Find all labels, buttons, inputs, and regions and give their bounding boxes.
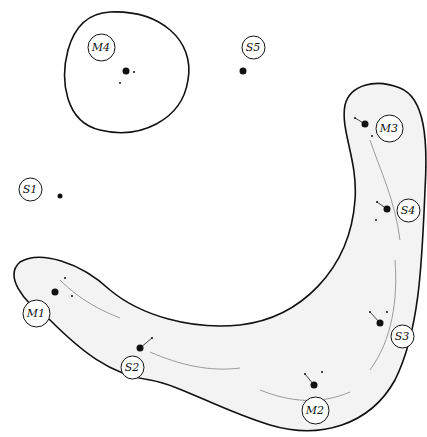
dot [240, 68, 247, 75]
region-band [14, 83, 426, 430]
point-label: S3 [390, 324, 415, 349]
label-circle [242, 36, 265, 59]
tick-line [377, 202, 387, 209]
point-label: M1 [22, 299, 51, 328]
dot [123, 68, 130, 75]
label-text: S3 [390, 331, 415, 342]
shading [60, 140, 400, 400]
label-text: S4 [396, 205, 421, 216]
dot [119, 82, 121, 84]
point-label: S4 [396, 198, 421, 223]
dot [371, 135, 373, 137]
label-text: M3 [375, 123, 404, 134]
dot [52, 289, 59, 296]
shade-streak [150, 352, 240, 369]
dot [71, 295, 73, 297]
tick-line [370, 312, 380, 323]
shade-streak [370, 260, 396, 370]
dot [58, 194, 63, 199]
dot [375, 219, 377, 221]
tick-line [140, 338, 152, 348]
label-circle [23, 300, 50, 327]
label-circle [397, 199, 420, 222]
label-text: M2 [301, 405, 330, 416]
label-text: M1 [22, 308, 51, 319]
label-circle [121, 356, 144, 379]
dot [64, 277, 66, 279]
label-circle [391, 325, 414, 348]
label-circle [302, 397, 329, 424]
label-circle [88, 34, 115, 61]
point-label: S5 [241, 35, 266, 60]
point-dots [52, 68, 391, 389]
label-text: S1 [18, 184, 43, 195]
label-text: M4 [87, 42, 116, 53]
point-label: S2 [120, 355, 145, 380]
label-circle [19, 178, 42, 201]
point-label: M3 [375, 114, 404, 143]
label-text: S5 [241, 42, 266, 53]
point-label: S1 [18, 177, 43, 202]
dot [133, 71, 135, 73]
point-label: M4 [87, 33, 116, 62]
label-circle [376, 115, 403, 142]
label-text: S2 [120, 362, 145, 373]
dot-ticks [140, 118, 387, 385]
point-label: M2 [301, 396, 330, 425]
shade-streak [60, 280, 120, 318]
tick-line [305, 374, 314, 385]
shade-streak [260, 390, 350, 400]
dot [321, 371, 323, 373]
tick-line [355, 118, 365, 124]
dot [386, 311, 388, 313]
region-blob [65, 12, 189, 133]
shade-streak [370, 140, 400, 240]
